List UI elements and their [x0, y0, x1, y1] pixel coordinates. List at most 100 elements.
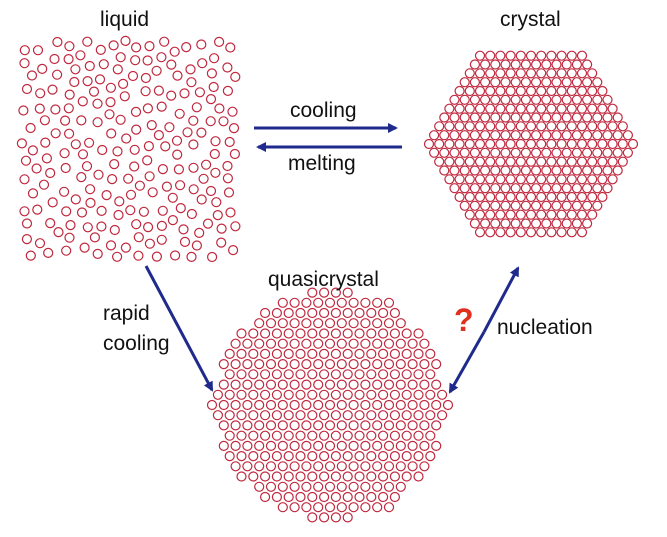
liquid-particle: [222, 160, 233, 172]
crystal-particle: [500, 218, 511, 229]
crystal-particle: [444, 174, 455, 185]
liquid-particle: [60, 162, 71, 174]
quasicrystal-particle: [313, 338, 324, 349]
quasicrystal-particle: [248, 369, 259, 380]
crystal-particle: [551, 165, 562, 176]
liquid-particle: [82, 75, 93, 87]
quasicrystal-particle: [389, 389, 400, 400]
quasicrystal-particle: [313, 379, 324, 390]
quasicrystal-particle: [313, 297, 324, 308]
crystal-particle: [495, 138, 506, 150]
crystal-particle: [510, 218, 521, 229]
quasicrystal-particle: [401, 389, 412, 400]
crystal-particle: [520, 130, 532, 141]
crystal-particle: [541, 165, 552, 176]
quasicrystal-particle: [260, 491, 271, 503]
liquid-particle: [146, 119, 157, 131]
crystal-particle: [520, 77, 532, 88]
crystal-particle: [469, 59, 480, 70]
quasicrystal-particle: [401, 328, 412, 339]
crystal-particle: [561, 130, 572, 141]
quasicrystal-particle: [271, 348, 282, 359]
crystal-particle: [515, 156, 526, 167]
liquid-particle: [84, 184, 96, 195]
crystal-particle: [592, 112, 603, 123]
crystal-particle: [566, 191, 577, 203]
quasicrystal-particle: [425, 389, 436, 400]
liquid-particle: [43, 247, 54, 258]
crystal-particle: [571, 94, 583, 105]
quasicrystal-particle: [254, 461, 265, 472]
quasicrystal-particle: [425, 430, 436, 441]
crystal-particle: [602, 165, 613, 176]
quasicrystal-particle: [313, 502, 324, 513]
crystal-particle: [581, 183, 593, 194]
liquid-particle: [109, 159, 120, 170]
crystal-particle: [546, 191, 557, 203]
quasicrystal-particle: [360, 502, 371, 513]
crystal-particle: [530, 94, 542, 105]
liquid-particle: [144, 238, 155, 249]
crystal-particle: [576, 103, 588, 114]
quasicrystal-particle: [301, 502, 312, 513]
quasicrystal-particle: [419, 440, 430, 451]
liquid-particle: [156, 220, 167, 231]
crystal-particle: [612, 147, 623, 158]
crystal-particle: [556, 121, 567, 132]
liquid-particle: [214, 103, 225, 114]
quasicrystal-particle: [277, 399, 288, 411]
quasicrystal-particle: [395, 399, 406, 411]
liquid-particle: [106, 128, 117, 139]
liquid-particle: [156, 101, 167, 112]
liquid-particle: [40, 137, 51, 148]
quasicrystal-particle: [313, 440, 324, 451]
liquid-particle: [179, 236, 191, 247]
liquid-particle: [38, 179, 50, 190]
crystal-particle: [459, 183, 470, 194]
quasicrystal-particle: [360, 440, 371, 451]
quasicrystal-particle: [336, 297, 347, 308]
liquid-particle: [172, 70, 183, 81]
crystal-particle: [495, 191, 506, 203]
quasicrystal-particle: [242, 420, 253, 431]
liquid-particle: [82, 222, 93, 233]
crystal-particle: [495, 50, 506, 61]
liquid-particle: [16, 138, 27, 149]
quasicrystal-particle: [354, 451, 365, 462]
liquid-particle: [210, 136, 221, 147]
crystal-particle: [505, 50, 516, 61]
crystal-particle: [536, 156, 547, 167]
crystal-particle: [597, 191, 608, 203]
crystal-particle: [495, 121, 506, 132]
quasicrystal-particle: [342, 491, 353, 503]
crystal-particle: [485, 68, 496, 79]
liquid-particle: [205, 93, 217, 105]
quasicrystal-particle: [383, 481, 395, 492]
liquid-particle: [93, 169, 104, 180]
quasicrystal-particle: [372, 440, 383, 451]
quasicrystal-particle: [307, 430, 318, 441]
crystal-particle: [510, 147, 521, 158]
liquid-particle: [173, 164, 184, 175]
quasicrystal-particle: [260, 348, 271, 359]
quasicrystal-particle: [289, 318, 300, 329]
quasicrystal-particle: [330, 430, 341, 441]
crystal-particle: [536, 50, 547, 61]
liquid-particle: [19, 174, 30, 185]
quasicrystal-particle: [230, 379, 241, 390]
liquid-particle: [170, 250, 181, 261]
liquid-particle: [197, 58, 208, 69]
crystal-particle: [474, 227, 486, 238]
quasicrystal-particle: [389, 471, 400, 482]
liquid-particle: [228, 245, 239, 256]
quasicrystal-particle: [366, 471, 377, 482]
quasicrystal-particle: [301, 481, 312, 492]
crystal-particle: [571, 77, 583, 88]
quasicrystal-particle: [431, 420, 442, 431]
crystal-particle: [622, 130, 634, 141]
quasicrystal-particle: [324, 481, 336, 492]
crystal-particle: [592, 147, 603, 158]
nucleation-arrow-up: [482, 266, 520, 333]
quasicrystal-particle: [360, 338, 371, 349]
crystal-particle: [474, 85, 486, 97]
